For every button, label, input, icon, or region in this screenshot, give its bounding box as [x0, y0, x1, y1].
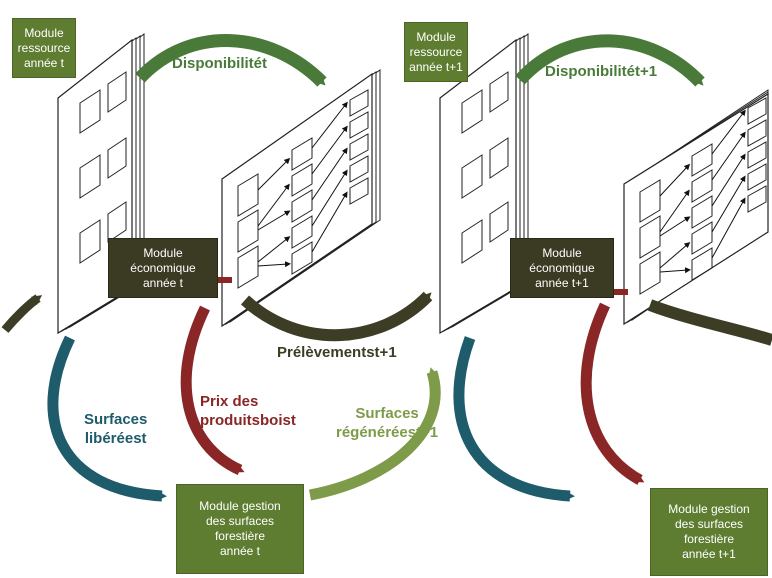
- arrow-surfaces-regenerees: [308, 367, 441, 501]
- arrow-surfaces-liberees-t1: [453, 336, 575, 502]
- economic-panel-t1: [623, 89, 769, 326]
- arrow-outgoing-right: [647, 299, 772, 346]
- label-surfaces-liberees: Surfaces libéréest: [84, 411, 148, 447]
- module-ressource-t1: Module ressource année t+1: [404, 22, 468, 82]
- module-ressource-t: Module ressource année t: [12, 18, 76, 78]
- resource-panel-t1: [439, 32, 529, 335]
- arrow-prelevements-t1: [240, 291, 433, 342]
- label-disponibilite-t1: Disponibilitét+1: [545, 63, 658, 80]
- module-gestion-t1: Module gestion des surfaces forestière a…: [650, 488, 768, 576]
- label-surfaces-regenerees: Surfaces régénéréest+1: [336, 405, 439, 441]
- label-disponibilite-t: Disponibilitét: [172, 55, 267, 72]
- arrow-incoming-left: [1, 294, 43, 333]
- label-prelevements-t1: Prélèvementst+1: [277, 344, 397, 361]
- economic-panel-t: [221, 69, 381, 328]
- arrow-surfaces-liberees: [47, 335, 167, 502]
- module-economique-t1: Module économique année t+1: [510, 238, 614, 298]
- arrow-disponibilite-t: [135, 34, 327, 87]
- arrow-disponibilite-t1: [515, 34, 705, 87]
- module-gestion-t: Module gestion des surfaces forestière a…: [176, 484, 304, 574]
- arrow-prix-produits: [180, 305, 245, 476]
- module-economique-t: Module économique année t: [108, 238, 218, 298]
- arrow-prix-produits-t1: [580, 302, 645, 485]
- label-prix-produits: Prix des produitsboist: [200, 393, 296, 429]
